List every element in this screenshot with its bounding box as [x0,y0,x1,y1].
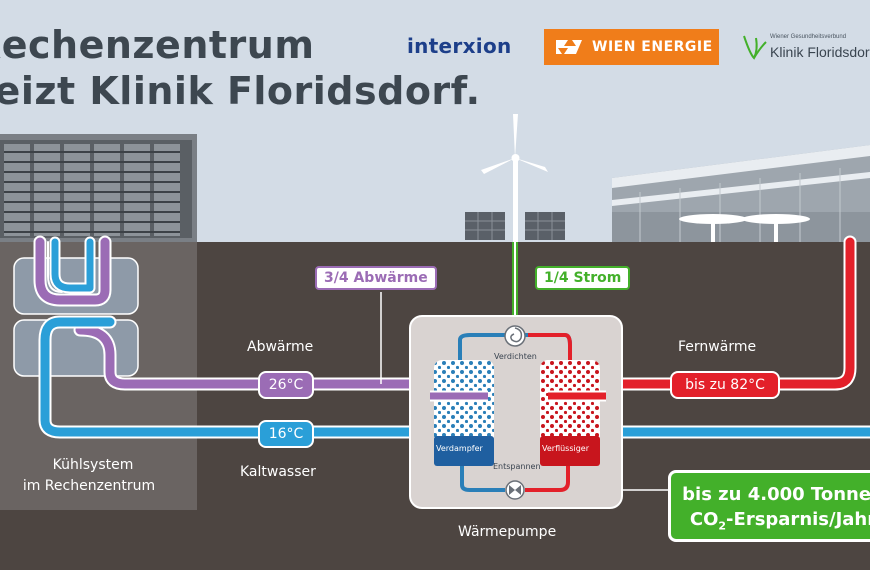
wien-energie-logo-icon [556,40,582,54]
co2-savings-text: -Ersparnis/Jahr [726,509,870,530]
strom-share-tag: 1/4 Strom [535,266,631,290]
co2-line-1: bis zu 4.000 Tonnen [682,484,870,505]
cooling-caption-line-2: im Rechenzentrum [22,478,156,494]
abwaerme-pipe [33,235,505,413]
wien-energie-logo: WIEN ENERGIE [544,29,719,65]
page-title: Rechenzentrum heizt Klinik Floridsdorf. [0,22,481,114]
co2-subscript: 2 [718,519,727,533]
fernwaerme-label: Fernwärme [678,339,757,355]
temp-abwaerme: 26°C [258,371,314,399]
temp-fernwaerme: bis zu 82°C [670,371,780,399]
temp-kaltwasser: 16°C [258,420,314,448]
verdichten-label: Verdichten [494,352,537,361]
entspannen-label: Entspannen [493,462,541,471]
klinik-floridsdorf-logo: Wiener Gesundheitsverbund Klinik Florids… [740,32,870,66]
heat-pump-unit [409,315,623,509]
solar-panel-icon [465,212,565,240]
klinik-logo-icon [743,35,767,60]
kaltwasser-pipe [38,236,870,439]
klinik-name: Klinik Floridsdorf [770,44,870,60]
hospital-building [612,145,870,242]
title-line-2: heizt Klinik Floridsdorf. [0,69,481,113]
co2-formula: CO [689,509,719,530]
strom-line [512,242,518,332]
wind-turbine-icon [481,114,548,242]
co2-savings-box: bis zu 4.000 Tonnen CO2-Ersparnis/Jahr [668,470,870,542]
kaltwasser-label: Kaltwasser [240,464,316,480]
cooling-caption-line-1: Kühlsystem [52,457,134,473]
verdampfer-label: Verdampfer [436,444,483,453]
cooling-system-caption: Kühlsystem im Rechenzentrum [0,455,178,497]
server-rack-icon [0,140,192,238]
klinik-org-name: Wiener Gesundheitsverbund [770,34,847,40]
abwaerme-share-tag: 3/4 Abwärme [315,266,437,290]
title-line-1: Rechenzentrum [0,23,315,67]
wien-energie-text: WIEN ENERGIE [592,39,713,55]
abwaerme-label: Abwärme [247,339,314,355]
pump-icon [505,480,525,500]
verfluessiger-label: Verflüssiger [542,444,590,453]
heatpump-label: Wärmepumpe [458,524,557,540]
interxion-logo: interxion [407,34,512,58]
co2-line-2: CO2-Ersparnis/Jahr [671,507,870,539]
compressor-icon [504,325,526,347]
